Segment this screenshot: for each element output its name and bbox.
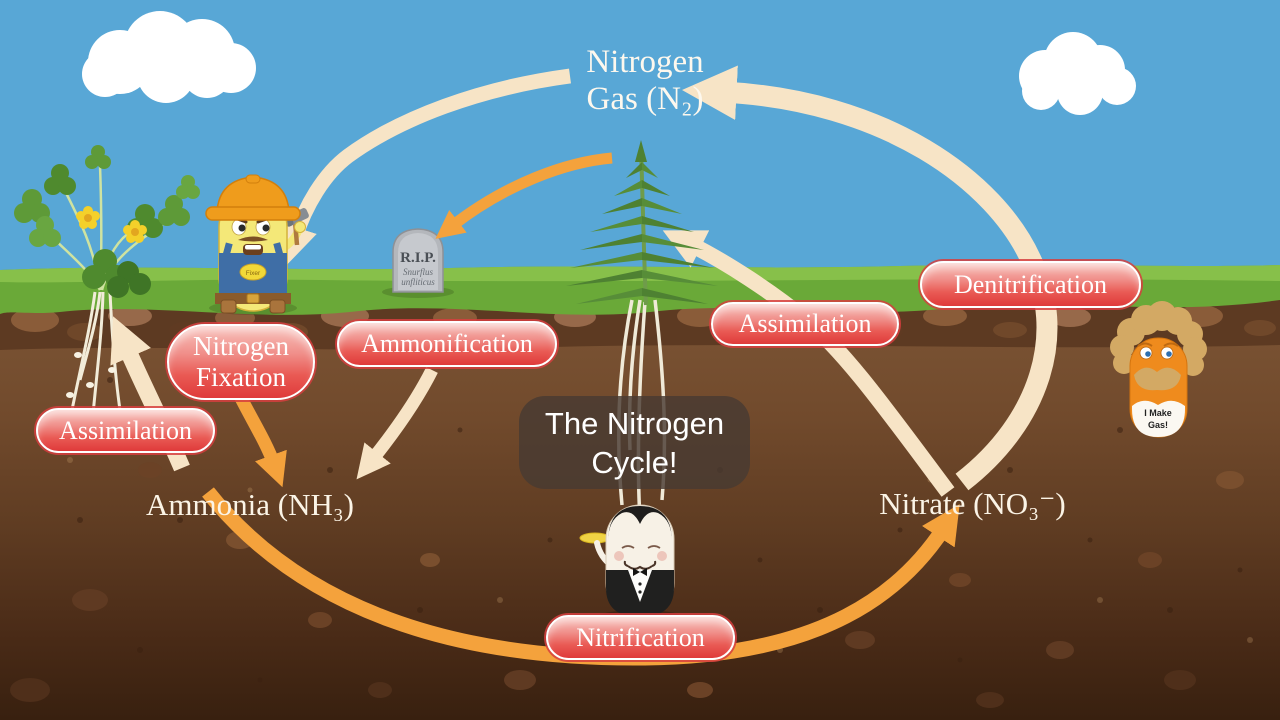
gas-shirt-line2: Gas! — [1148, 420, 1168, 430]
arrow-fern-to-tombstone — [435, 152, 613, 239]
tombstone: R.I.P. Snurflus unfliticus — [382, 228, 454, 298]
arrow-ammonification — [356, 367, 438, 480]
cycle-title-line2: Cycle! — [591, 444, 678, 480]
cloud-right-icon — [1019, 32, 1136, 115]
cloud-left-icon — [82, 11, 256, 103]
label-pill-assimilation-left: Assimilation — [36, 408, 215, 453]
cycle-title-line1: The Nitrogen — [544, 405, 725, 441]
cycle-title-box: The Nitrogen Cycle! — [519, 396, 750, 489]
label-pill-nitrogen-fixation: Nitrogen Fixation — [167, 324, 315, 400]
label-pill-ammonification: Ammonification — [337, 321, 557, 367]
label-pill-assimilation-right: Assimilation — [711, 302, 899, 346]
nitrogen-gas-line1: Nitrogen — [586, 44, 704, 80]
nitrogen-gas-line2: Gas (N₂) — [586, 81, 704, 117]
clover-flowers — [76, 206, 147, 243]
tombstone-species-1: Snurflus — [403, 267, 434, 277]
tombstone-species-2: unfliticus — [401, 277, 435, 287]
clover-plant — [14, 145, 200, 298]
denitrifier-character: I Make Gas! — [1110, 301, 1207, 438]
nitrifier-character — [579, 504, 680, 622]
gas-shirt-line1: I Make — [1144, 408, 1172, 418]
mustache-beard — [1134, 367, 1181, 391]
tombstone-epitaph: R.I.P. — [400, 250, 436, 266]
nitrogen-gas-label: Nitrogen Gas (N₂) — [505, 44, 785, 118]
label-pill-nitrification: Nitrification — [546, 615, 735, 660]
clover-leaves — [14, 145, 200, 298]
label-pill-denitrification: Denitrification — [920, 261, 1141, 308]
arrow-fixation-to-ammonia — [234, 393, 287, 488]
nitrate-label: Nitrate (NO₃⁻) — [879, 486, 1066, 521]
arrow-denitrification — [682, 65, 1058, 491]
fixer-character: Fixer — [205, 174, 309, 315]
arrow-n2-to-fixation — [279, 68, 571, 266]
fixer-badge: Fixer — [246, 270, 261, 277]
ammonia-label: Ammonia (NH₃) — [146, 487, 354, 522]
nitrogen-fixation-line1: Nitrogen — [193, 331, 289, 361]
fern-plant — [566, 140, 718, 306]
nitrogen-fixation-line2: Fixation — [195, 362, 286, 392]
afro-hair — [1110, 301, 1207, 376]
